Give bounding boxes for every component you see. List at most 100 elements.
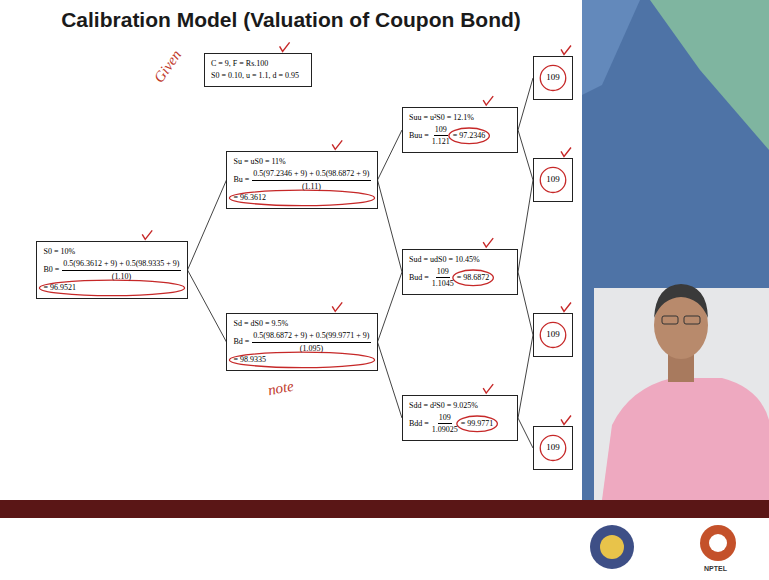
speaker-glasses — [684, 316, 700, 324]
annotation-circle — [457, 416, 498, 432]
price-row: Bdd =1091.09025= 99.9771 — [409, 412, 511, 436]
bond-price-node: Su = uS0 = 11%Bu =0.5(97.2346 + 9) + 0.5… — [226, 151, 377, 208]
price-symbol: Buu = — [409, 130, 429, 142]
denominator: (1.11) — [302, 181, 321, 193]
annotation-circle — [449, 128, 490, 144]
handwritten-note: note — [267, 378, 295, 399]
annotation-tick — [483, 238, 493, 247]
node-text: S0 = 0.10, u = 1.1, d = 0.95 — [211, 70, 305, 82]
fraction: 1091.1045 — [432, 266, 454, 290]
denominator: 1.1045 — [432, 278, 454, 290]
tree-branch — [188, 270, 227, 342]
tree-branch — [378, 180, 402, 272]
numerator: 109 — [436, 266, 450, 279]
denominator: 1.09025 — [432, 424, 458, 436]
given-box: C = 9, F = Rs.100S0 = 0.10, u = 1.1, d =… — [204, 53, 312, 86]
numerator: 0.5(96.3612 + 9) + 0.5(98.9335 + 9) — [62, 258, 180, 271]
short-rate: S0 = 10% — [43, 246, 180, 258]
numerator: 109 — [434, 124, 448, 137]
numerator: 0.5(98.6872 + 9) + 0.5(99.9771 + 9) — [252, 330, 370, 343]
price-row: B0 =0.5(96.3612 + 9) + 0.5(98.9335 + 9)(… — [43, 258, 180, 282]
short-rate: Suu = u²S0 = 12.1% — [409, 112, 511, 124]
bond-price: = 98.6872 — [457, 272, 490, 284]
price-symbol: Bd = — [233, 336, 249, 348]
tree-branch — [518, 335, 533, 418]
annotation-tick — [561, 415, 571, 424]
short-rate: Sdd = d²S0 = 9.025% — [409, 400, 511, 412]
logo — [700, 525, 736, 561]
price-symbol: Bud = — [409, 272, 429, 284]
bond-price: = 97.2346 — [453, 130, 486, 142]
payoff-box: 109 — [533, 56, 573, 99]
annotation-circle — [39, 280, 184, 296]
logo — [709, 534, 727, 552]
numerator: 109 — [438, 412, 452, 425]
logo — [590, 525, 634, 569]
logo — [600, 535, 624, 559]
price-row: Bud =1091.1045= 98.6872 — [409, 266, 511, 290]
node-text: 109 — [546, 328, 560, 341]
annotation-tick — [483, 96, 493, 105]
short-rate: Sd = dS0 = 9.5% — [233, 318, 370, 330]
side-band — [650, 0, 769, 150]
denominator: (1.095) — [300, 343, 323, 355]
annotation-tick — [561, 45, 571, 54]
bond-price-node: Sud = udS0 = 10.45%Bud =1091.1045= 98.68… — [402, 249, 518, 295]
bond-price-node: Suu = u²S0 = 12.1%Buu =1091.121= 97.2346 — [402, 107, 518, 153]
bond-price-node: Sdd = d²S0 = 9.025%Bdd =1091.09025= 99.9… — [402, 395, 518, 441]
fraction: 0.5(97.2346 + 9) + 0.5(98.6872 + 9)(1.11… — [252, 168, 370, 192]
price-symbol: B0 = — [43, 264, 59, 276]
annotation-circle — [540, 322, 566, 347]
fraction: 1091.121 — [432, 124, 450, 148]
payoff-box: 109 — [533, 313, 573, 356]
price-row: Bd =0.5(98.6872 + 9) + 0.5(99.9771 + 9)(… — [233, 330, 370, 354]
tree-branch — [518, 78, 533, 130]
tree-branch — [378, 272, 402, 342]
bond-price: = 98.9335 — [233, 354, 370, 366]
footer-bar — [0, 500, 769, 518]
fraction: 1091.09025 — [432, 412, 458, 436]
node-text: C = 9, F = Rs.100 — [211, 58, 305, 70]
node-text: 109 — [546, 173, 560, 186]
annotation-tick — [332, 140, 342, 149]
annotation-tick — [280, 42, 290, 51]
tree-branch — [518, 272, 533, 335]
tree-branch — [518, 180, 533, 272]
slide-title: Calibration Model (Valuation of Coupon B… — [0, 8, 582, 32]
payoff-box: 109 — [533, 158, 573, 201]
price-row: Buu =1091.121= 97.2346 — [409, 124, 511, 148]
bond-price-node: Sd = dS0 = 9.5%Bd =0.5(98.6872 + 9) + 0.… — [226, 313, 377, 370]
annotation-tick — [332, 302, 342, 311]
bond-price: = 96.9521 — [43, 282, 180, 294]
numerator: 0.5(97.2346 + 9) + 0.5(98.6872 + 9) — [252, 168, 370, 181]
short-rate: Su = uS0 = 11% — [233, 156, 370, 168]
tree-branch — [518, 130, 533, 180]
speaker-glasses — [662, 316, 678, 324]
speaker-shirt — [602, 378, 769, 500]
tree-branch — [378, 130, 402, 180]
video-ground — [594, 288, 769, 500]
tree-branch — [188, 180, 227, 270]
annotation-circle — [540, 65, 566, 90]
handwritten-note: Given — [151, 47, 185, 86]
annotation-tick — [483, 384, 493, 393]
node-text: 109 — [546, 441, 560, 454]
bond-price: = 96.3612 — [233, 192, 370, 204]
price-symbol: Bu = — [233, 174, 249, 186]
tree-branch — [378, 342, 402, 418]
annotation-circle — [540, 435, 566, 460]
payoff-box: 109 — [533, 426, 573, 469]
fraction: 0.5(96.3612 + 9) + 0.5(98.9335 + 9)(1.10… — [62, 258, 180, 282]
short-rate: Sud = udS0 = 10.45% — [409, 254, 511, 266]
side-band — [582, 0, 640, 95]
annotation-circle — [453, 270, 494, 286]
annotation-circle — [229, 352, 374, 368]
annotation-tick — [561, 302, 571, 311]
node-text: 109 — [546, 71, 560, 84]
side-strip — [582, 0, 769, 500]
bond-price: = 99.9771 — [461, 418, 494, 430]
price-row: Bu =0.5(97.2346 + 9) + 0.5(98.6872 + 9)(… — [233, 168, 370, 192]
